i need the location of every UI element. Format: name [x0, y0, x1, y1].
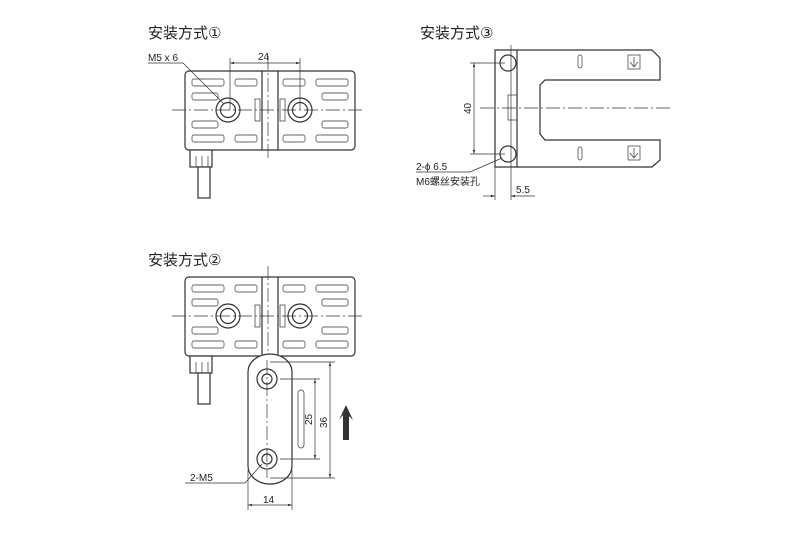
mount2-height-dim: 36 [319, 416, 330, 428]
mount1-thread-label: M5 x 6 [148, 53, 178, 64]
mount2-drawing [172, 266, 365, 510]
mount3-title: 安装方式③ [420, 24, 493, 42]
direction-arrow-icon [339, 405, 353, 440]
mount2-thread-label: 2-M5 [190, 473, 213, 484]
mount1-title: 安装方式① [148, 24, 221, 42]
mount3-screw-label: M6螺丝安装孔 [416, 175, 480, 188]
mount2-width-dim: 14 [263, 495, 275, 506]
mount3-offset-dim: 5.5 [516, 185, 530, 196]
mount3-hole-label: 2-ϕ 6.5 [416, 162, 448, 173]
mount3-height-dim: 40 [463, 102, 474, 114]
mount1-drawing [148, 56, 365, 199]
mount1-spacing-dim: 24 [258, 52, 270, 63]
mount2-hole-spacing-dim: 25 [304, 413, 315, 425]
mount3-drawing [416, 45, 670, 200]
mount2-title: 安装方式② [148, 251, 221, 269]
